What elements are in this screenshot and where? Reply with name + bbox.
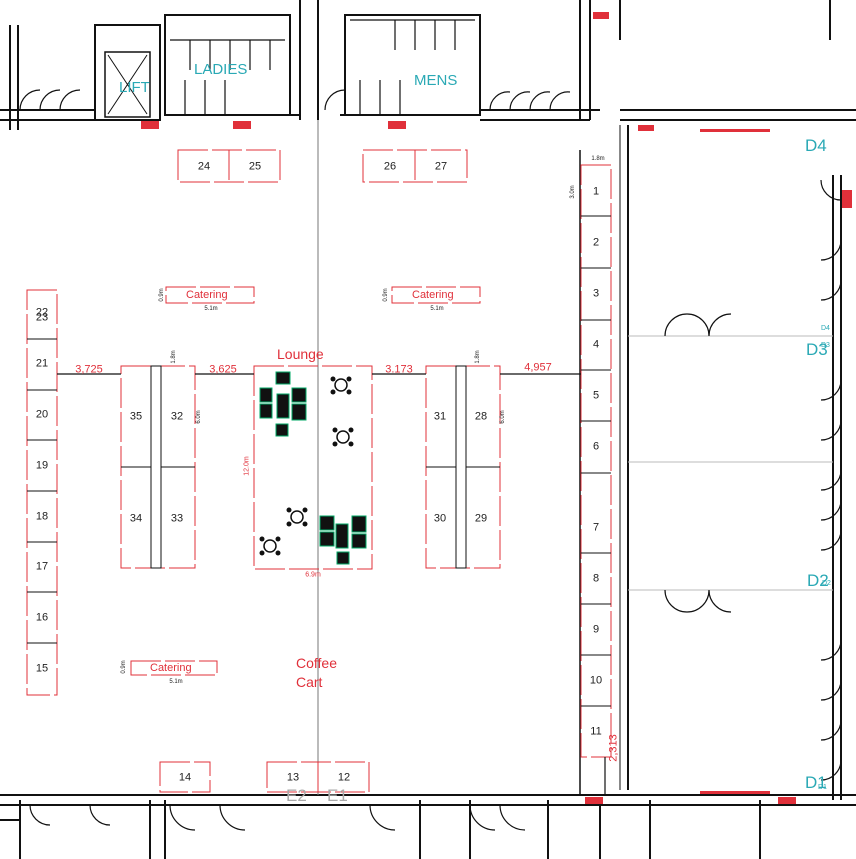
booth-14[interactable]: 14 <box>178 771 192 784</box>
booth-28[interactable]: 28 <box>474 410 488 423</box>
booth-21[interactable]: 21 <box>35 357 49 370</box>
booth-27[interactable]: 27 <box>434 160 448 173</box>
catering-label-3: Catering <box>150 662 192 674</box>
coffee-cart-label-line2: Cart <box>296 674 323 690</box>
booth-12[interactable]: 12 <box>337 771 351 784</box>
island-depth-right: 6.0m <box>500 410 506 424</box>
booth-25[interactable]: 25 <box>248 160 262 173</box>
booth-width-dimension: 1.8m <box>591 156 605 162</box>
booth-26[interactable]: 26 <box>383 160 397 173</box>
gap-dimension-3: 3.173 <box>385 363 413 376</box>
catering-width-1: 5.1m <box>204 306 218 312</box>
booth-30[interactable]: 30 <box>433 512 447 525</box>
mens-label: MENS <box>414 72 458 89</box>
catering-depth-2: 0.9m <box>383 288 389 302</box>
catering-width-3: 5.1m <box>169 679 183 685</box>
booth-23[interactable]: 23 <box>35 311 49 324</box>
ladies-label: LADIES <box>194 61 248 78</box>
booth-22-label[interactable]: 22 <box>35 306 49 319</box>
booth-19[interactable]: 19 <box>35 459 49 472</box>
gap-dimension-bottom: 2,313 <box>607 734 620 762</box>
booth-9[interactable]: 9 <box>592 623 600 636</box>
island-spines <box>150 365 467 569</box>
door-d1-label: D1 <box>805 773 827 792</box>
booth-16[interactable]: 16 <box>35 611 49 624</box>
gap-dimension-4: 4,957 <box>524 361 552 374</box>
booth-8[interactable]: 8 <box>592 572 600 585</box>
booth-31[interactable]: 31 <box>433 410 447 423</box>
door-d3-label: D3 <box>806 340 828 359</box>
door-d4-label: D4 <box>805 136 827 155</box>
booth-24[interactable]: 24 <box>197 160 211 173</box>
booth-32[interactable]: 32 <box>170 410 184 423</box>
booth-4[interactable]: 4 <box>592 338 600 351</box>
booth-18[interactable]: 18 <box>35 510 49 523</box>
booth-1[interactable]: 1 <box>592 185 600 198</box>
door-d2-label: D2 <box>807 571 829 590</box>
booth-10[interactable]: 10 <box>589 674 603 687</box>
entrance-e1-label: E1 <box>327 786 348 805</box>
center-divider <box>317 120 581 795</box>
booth-6[interactable]: 6 <box>592 440 600 453</box>
booth-11[interactable]: 11 <box>590 725 602 738</box>
gap-dimension-1: 3,725 <box>75 363 103 376</box>
booth-29[interactable]: 29 <box>474 512 488 525</box>
booth-5[interactable]: 5 <box>592 389 600 402</box>
door-d2-small-label: D2 <box>822 580 831 587</box>
island-width-right: 1.8m <box>475 350 481 364</box>
booth-20[interactable]: 20 <box>35 408 49 421</box>
island-depth-left: 6.0m <box>196 410 202 424</box>
catering-depth-3: 0.9m <box>121 660 127 674</box>
lounge-label: Lounge <box>277 346 324 362</box>
booth-outlines <box>26 149 612 793</box>
booth-7[interactable]: 7 <box>592 521 600 534</box>
dimension-arrows <box>57 373 606 795</box>
door-d4-small-label: D4 <box>821 325 830 332</box>
entrance-e2-label: E2 <box>286 786 307 805</box>
lift-label: LIFT <box>119 79 150 96</box>
booth-35[interactable]: 35 <box>129 410 143 423</box>
booth-2[interactable]: 2 <box>592 236 600 249</box>
booth-3[interactable]: 3 <box>592 287 600 300</box>
gap-dimension-2: 3,625 <box>209 363 237 376</box>
booth-17[interactable]: 17 <box>35 560 49 573</box>
fire-equipment <box>141 12 852 804</box>
booth-33[interactable]: 33 <box>170 512 184 525</box>
lounge-width-dimension: 6.9m <box>305 571 321 579</box>
door-d3-small-label: D3 <box>821 342 830 349</box>
booth-13[interactable]: 13 <box>286 771 300 784</box>
lounge-height-dimension: 12.0m <box>243 456 251 476</box>
catering-depth-1: 0.9m <box>159 288 165 302</box>
lounge-furniture <box>259 371 367 565</box>
booth-dividers <box>27 215 611 707</box>
door-swings <box>19 89 842 831</box>
booth-depth-dimension: 3.0m <box>570 185 576 199</box>
island-width-left: 1.8m <box>171 350 177 364</box>
coffee-cart-label-line1: Coffee <box>296 655 337 671</box>
catering-label-2: Catering <box>412 289 454 301</box>
booth-15[interactable]: 15 <box>35 662 49 675</box>
catering-width-2: 5.1m <box>430 306 444 312</box>
catering-label-1: Catering <box>186 289 228 301</box>
door-d1-small-label: D1 <box>818 784 827 791</box>
booth-34[interactable]: 34 <box>129 512 143 525</box>
